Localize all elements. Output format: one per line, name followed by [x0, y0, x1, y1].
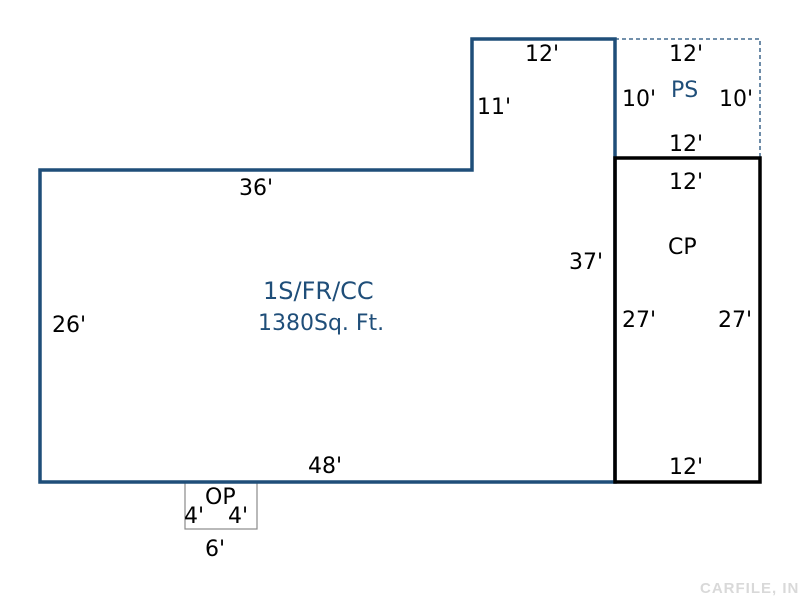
dim-main-right: 37' [569, 250, 603, 275]
porch-screen-label: PS [671, 78, 698, 103]
dim-main-left: 26' [52, 313, 86, 338]
dim-main-bump-top: 12' [525, 42, 559, 67]
open-porch-label: OP [205, 485, 236, 510]
main-area: 1380Sq. Ft. [258, 311, 384, 336]
dim-cp-top: 12' [669, 170, 703, 195]
dim-ps-left: 10' [622, 87, 656, 112]
carport-label: CP [668, 235, 697, 260]
dim-op-bottom: 6' [205, 537, 225, 562]
dim-main-top-left: 36' [239, 176, 273, 201]
dim-main-bump-left: 11' [477, 95, 511, 120]
dim-ps-top: 12' [669, 42, 703, 67]
watermark: CARFILE, INC [700, 580, 800, 597]
porch-screen-outline [615, 38, 761, 158]
dim-cp-left: 27' [622, 308, 656, 333]
dim-ps-bottom: 12' [669, 132, 703, 157]
dim-op-left: 4' [184, 504, 204, 529]
dim-ps-right: 10' [719, 87, 753, 112]
main-house-outline [38, 37, 617, 484]
dim-main-bottom: 48' [308, 454, 342, 479]
dim-cp-right: 27' [718, 308, 752, 333]
dim-cp-bottom: 12' [669, 455, 703, 480]
main-title: 1S/FR/CC [263, 277, 374, 305]
dim-op-right: 4' [228, 504, 248, 529]
carport-outline [613, 156, 762, 484]
